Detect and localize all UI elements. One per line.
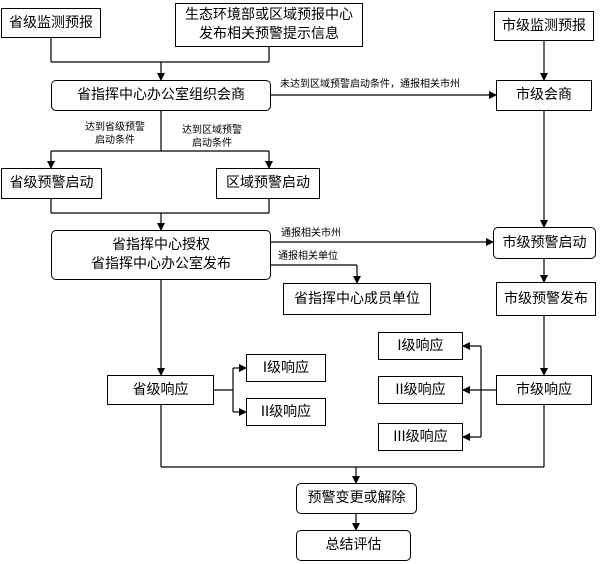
change-or-lift-node: 预警变更或解除 — [296, 483, 417, 514]
city-level1-response-node: I级响应 — [378, 332, 463, 360]
city-monitor-node: 市级监测预报 — [494, 11, 594, 41]
node-label: 总结评估 — [325, 537, 382, 553]
edge-label-line1: 达到省级预警 — [85, 122, 145, 133]
node-label: 省指挥中心办公室组织会商 — [77, 87, 245, 103]
node-label: 省级预警启动 — [9, 175, 94, 191]
summary-evaluation-node: 总结评估 — [296, 530, 411, 561]
node-label: I级响应 — [397, 337, 444, 354]
regional-warning-start-node: 区域预警启动 — [216, 168, 320, 199]
member-units-node: 省指挥中心成员单位 — [283, 283, 431, 315]
edge-label-line2: 启动条件 — [95, 135, 135, 146]
node-label: III级响应 — [393, 428, 448, 445]
edge-label-meet-province: 达到省级预警 启动条件 — [75, 121, 155, 147]
city-consult-node: 市级会商 — [496, 80, 592, 111]
node-label-line1: 省指挥中心授权 — [112, 237, 210, 253]
edge-label-line2: 启动条件 — [192, 138, 232, 149]
province-level2-response-node: II级响应 — [246, 398, 326, 426]
node-label: 市级预警发布 — [504, 290, 588, 307]
edge-label-meet-regional: 达到区域预警 启动条件 — [172, 124, 252, 150]
node-label: 市级预警启动 — [502, 234, 587, 251]
node-label: 市级会商 — [516, 87, 572, 103]
province-consult-node: 省指挥中心办公室组织会商 — [51, 80, 271, 111]
node-label: I级响应 — [262, 359, 310, 376]
edge-label-not-meet-regional: 未达到区域预警启动条件，通报相关市州 — [280, 79, 460, 90]
node-label: 省级响应 — [132, 381, 189, 398]
node-label: 市级响应 — [516, 381, 572, 398]
city-response-node: 市级响应 — [496, 375, 592, 405]
node-label: II级响应 — [395, 381, 446, 398]
city-warning-start-node: 市级预警启动 — [493, 227, 596, 259]
node-label: 省指挥中心成员单位 — [294, 290, 420, 307]
node-label-line2: 发布相关预警提示信息 — [199, 26, 339, 42]
city-level2-response-node: II级响应 — [378, 376, 463, 404]
edge-label-notify-cities: 通报相关市州 — [281, 228, 341, 239]
node-label-line2: 省指挥中心办公室发布 — [91, 256, 231, 272]
ministry-info-node: 生态环境部或区域预报中心 发布相关预警提示信息 — [175, 3, 363, 47]
province-monitor-node: 省级监测预报 — [1, 8, 101, 38]
node-label: II级响应 — [260, 403, 312, 420]
province-warning-start-node: 省级预警启动 — [1, 168, 102, 199]
node-label: 预警变更或解除 — [307, 490, 406, 506]
edge-label-line1: 达到区域预警 — [182, 125, 242, 136]
province-response-node: 省级响应 — [107, 375, 214, 405]
city-warning-publish-node: 市级预警发布 — [496, 282, 596, 316]
city-level3-response-node: III级响应 — [378, 423, 463, 451]
node-label: 省级监测预报 — [9, 14, 93, 31]
node-label-line1: 生态环境部或区域预报中心 — [185, 7, 353, 23]
authorize-publish-node: 省指挥中心授权 省指挥中心办公室发布 — [51, 230, 271, 280]
edge-label-notify-units: 通报相关单位 — [278, 251, 338, 262]
node-label: 区域预警启动 — [226, 175, 310, 191]
province-level1-response-node: I级响应 — [246, 354, 326, 382]
node-label: 市级监测预报 — [502, 17, 586, 34]
